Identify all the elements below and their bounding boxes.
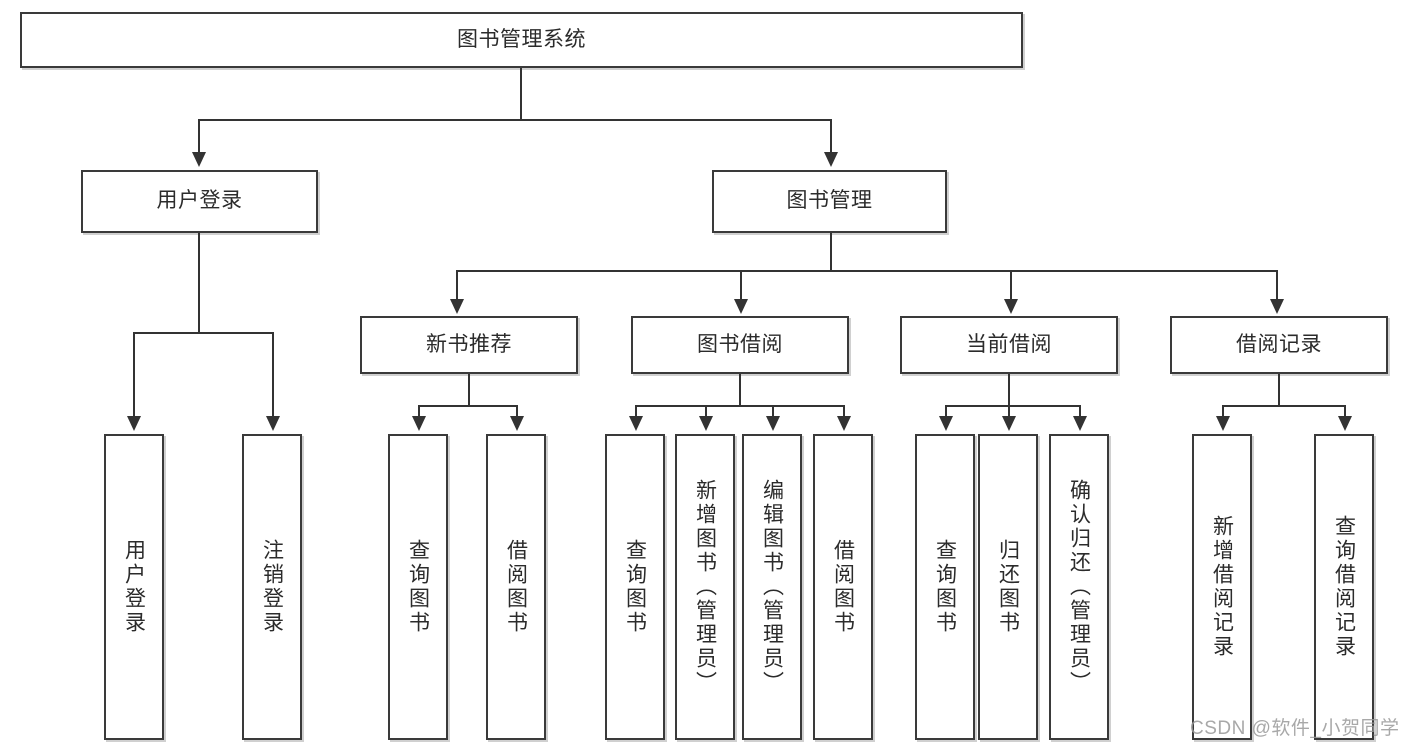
arrow-current-borrow-to-leaf-2 (1002, 416, 1016, 431)
node-current-borrow[interactable]: 当前借阅 (900, 316, 1118, 374)
node-label: 用户登录 (122, 539, 146, 635)
connector-book-mgmt-to-l3-3 (1010, 270, 1012, 300)
connector-book-borrow-stem (739, 374, 741, 406)
node-label: 借阅图书 (504, 539, 528, 635)
arrow-new-book-to-leaf-1 (412, 416, 426, 431)
arrow-book-borrow-to-leaf-2 (699, 416, 713, 431)
node-label: 图书管理 (786, 189, 873, 213)
leaf-user-login-login[interactable]: 用户登录 (104, 434, 164, 740)
connector-book-mgmt-to-l3-4 (1276, 270, 1278, 300)
node-book-borrow[interactable]: 图书借阅 (631, 316, 849, 374)
leaf-borrow-record-add-record[interactable]: 新增借阅记录 (1192, 434, 1252, 740)
leaf-current-borrow-query-book[interactable]: 查询图书 (915, 434, 975, 740)
node-label: 查询借阅记录 (1332, 515, 1356, 659)
connector-new-book-bar (418, 405, 517, 407)
arrow-new-book-to-leaf-2 (510, 416, 524, 431)
node-label: 借阅图书 (831, 539, 855, 635)
arrow-user-login-to-leaf-2 (266, 416, 280, 431)
arrow-root-to-book-mgmt (824, 152, 838, 167)
arrow-book-borrow-to-leaf-3 (766, 416, 780, 431)
arrow-current-borrow-to-leaf-1 (939, 416, 953, 431)
leaf-new-book-query-book[interactable]: 查询图书 (388, 434, 448, 740)
connector-borrow-record-to-leaf-1 (1222, 405, 1224, 417)
connector-user-login-to-leaf-1 (133, 332, 135, 417)
leaf-new-book-borrow-book[interactable]: 借阅图书 (486, 434, 546, 740)
leaf-borrow-record-query-record[interactable]: 查询借阅记录 (1314, 434, 1374, 740)
node-new-book-recommend[interactable]: 新书推荐 (360, 316, 578, 374)
node-label: 新增借阅记录 (1210, 515, 1234, 659)
node-book-management[interactable]: 图书管理 (712, 170, 947, 233)
connector-borrow-record-stem (1278, 374, 1280, 406)
connector-new-book-stem (468, 374, 470, 406)
arrow-root-to-user-login (192, 152, 206, 167)
node-borrow-record[interactable]: 借阅记录 (1170, 316, 1388, 374)
node-label: 借阅记录 (1236, 332, 1322, 356)
connector-new-book-to-leaf-1 (418, 405, 420, 417)
connector-user-login-stem (198, 233, 200, 333)
connector-book-borrow-to-leaf-4 (843, 405, 845, 417)
connector-current-borrow-bar (945, 405, 1079, 407)
arrow-book-borrow-to-leaf-1 (629, 416, 643, 431)
node-label: 查询图书 (933, 539, 957, 635)
node-label: 查询图书 (623, 539, 647, 635)
node-label: 查询图书 (406, 539, 430, 635)
connector-current-borrow-to-leaf-3 (1079, 405, 1081, 417)
arrow-borrow-record-to-leaf-1 (1216, 416, 1230, 431)
node-label: 归还图书 (996, 539, 1020, 635)
node-label: 新增图书（管理员） (693, 479, 717, 695)
leaf-user-login-logout[interactable]: 注销登录 (242, 434, 302, 740)
connector-book-borrow-to-leaf-3 (772, 405, 774, 417)
arrow-borrow-record-to-leaf-2 (1338, 416, 1352, 431)
leaf-book-borrow-query-book[interactable]: 查询图书 (605, 434, 665, 740)
node-user-login[interactable]: 用户登录 (81, 170, 318, 233)
connector-current-borrow-to-leaf-1 (945, 405, 947, 417)
connector-current-borrow-stem (1008, 374, 1010, 406)
arrow-current-borrow-to-leaf-3 (1073, 416, 1087, 431)
node-label: 编辑图书（管理员） (760, 479, 784, 695)
node-root-system[interactable]: 图书管理系统 (20, 12, 1023, 68)
connector-borrow-record-bar (1222, 405, 1344, 407)
node-label: 用户登录 (156, 189, 243, 213)
arrow-book-mgmt-to-l3-4 (1270, 299, 1284, 314)
connector-current-borrow-to-leaf-2 (1008, 405, 1010, 417)
connector-book-borrow-to-leaf-2 (705, 405, 707, 417)
arrow-user-login-to-leaf-1 (127, 416, 141, 431)
connector-root-stem (520, 68, 522, 120)
connector-book-borrow-bar (635, 405, 843, 407)
leaf-current-borrow-return-book[interactable]: 归还图书 (978, 434, 1038, 740)
leaf-current-borrow-confirm-return[interactable]: 确认归还（管理员） (1049, 434, 1109, 740)
arrow-book-borrow-to-leaf-4 (837, 416, 851, 431)
connector-user-login-bar (133, 332, 272, 334)
node-label: 图书借阅 (697, 332, 783, 356)
connector-new-book-to-leaf-2 (516, 405, 518, 417)
node-label: 注销登录 (260, 539, 284, 635)
leaf-book-borrow-edit-book[interactable]: 编辑图书（管理员） (742, 434, 802, 740)
node-label: 确认归还（管理员） (1067, 479, 1091, 695)
node-label: 新书推荐 (426, 332, 512, 356)
connector-book-mgmt-to-l3-1 (456, 270, 458, 300)
connector-root-bar (198, 119, 832, 121)
connector-root-to-user-login (198, 119, 200, 153)
arrow-book-mgmt-to-l3-2 (734, 299, 748, 314)
arrow-book-mgmt-to-l3-1 (450, 299, 464, 314)
node-label: 当前借阅 (966, 332, 1052, 356)
arrow-book-mgmt-to-l3-3 (1004, 299, 1018, 314)
connector-book-borrow-to-leaf-1 (635, 405, 637, 417)
leaf-book-borrow-borrow-book[interactable]: 借阅图书 (813, 434, 873, 740)
connector-book-mgmt-stem (830, 233, 832, 271)
leaf-book-borrow-add-book[interactable]: 新增图书（管理员） (675, 434, 735, 740)
node-label: 图书管理系统 (457, 27, 586, 51)
connector-book-mgmt-bar (456, 270, 1276, 272)
connector-borrow-record-to-leaf-2 (1344, 405, 1346, 417)
connector-user-login-to-leaf-2 (272, 332, 274, 417)
connector-root-to-book-mgmt (830, 119, 832, 153)
connector-book-mgmt-to-l3-2 (740, 270, 742, 300)
